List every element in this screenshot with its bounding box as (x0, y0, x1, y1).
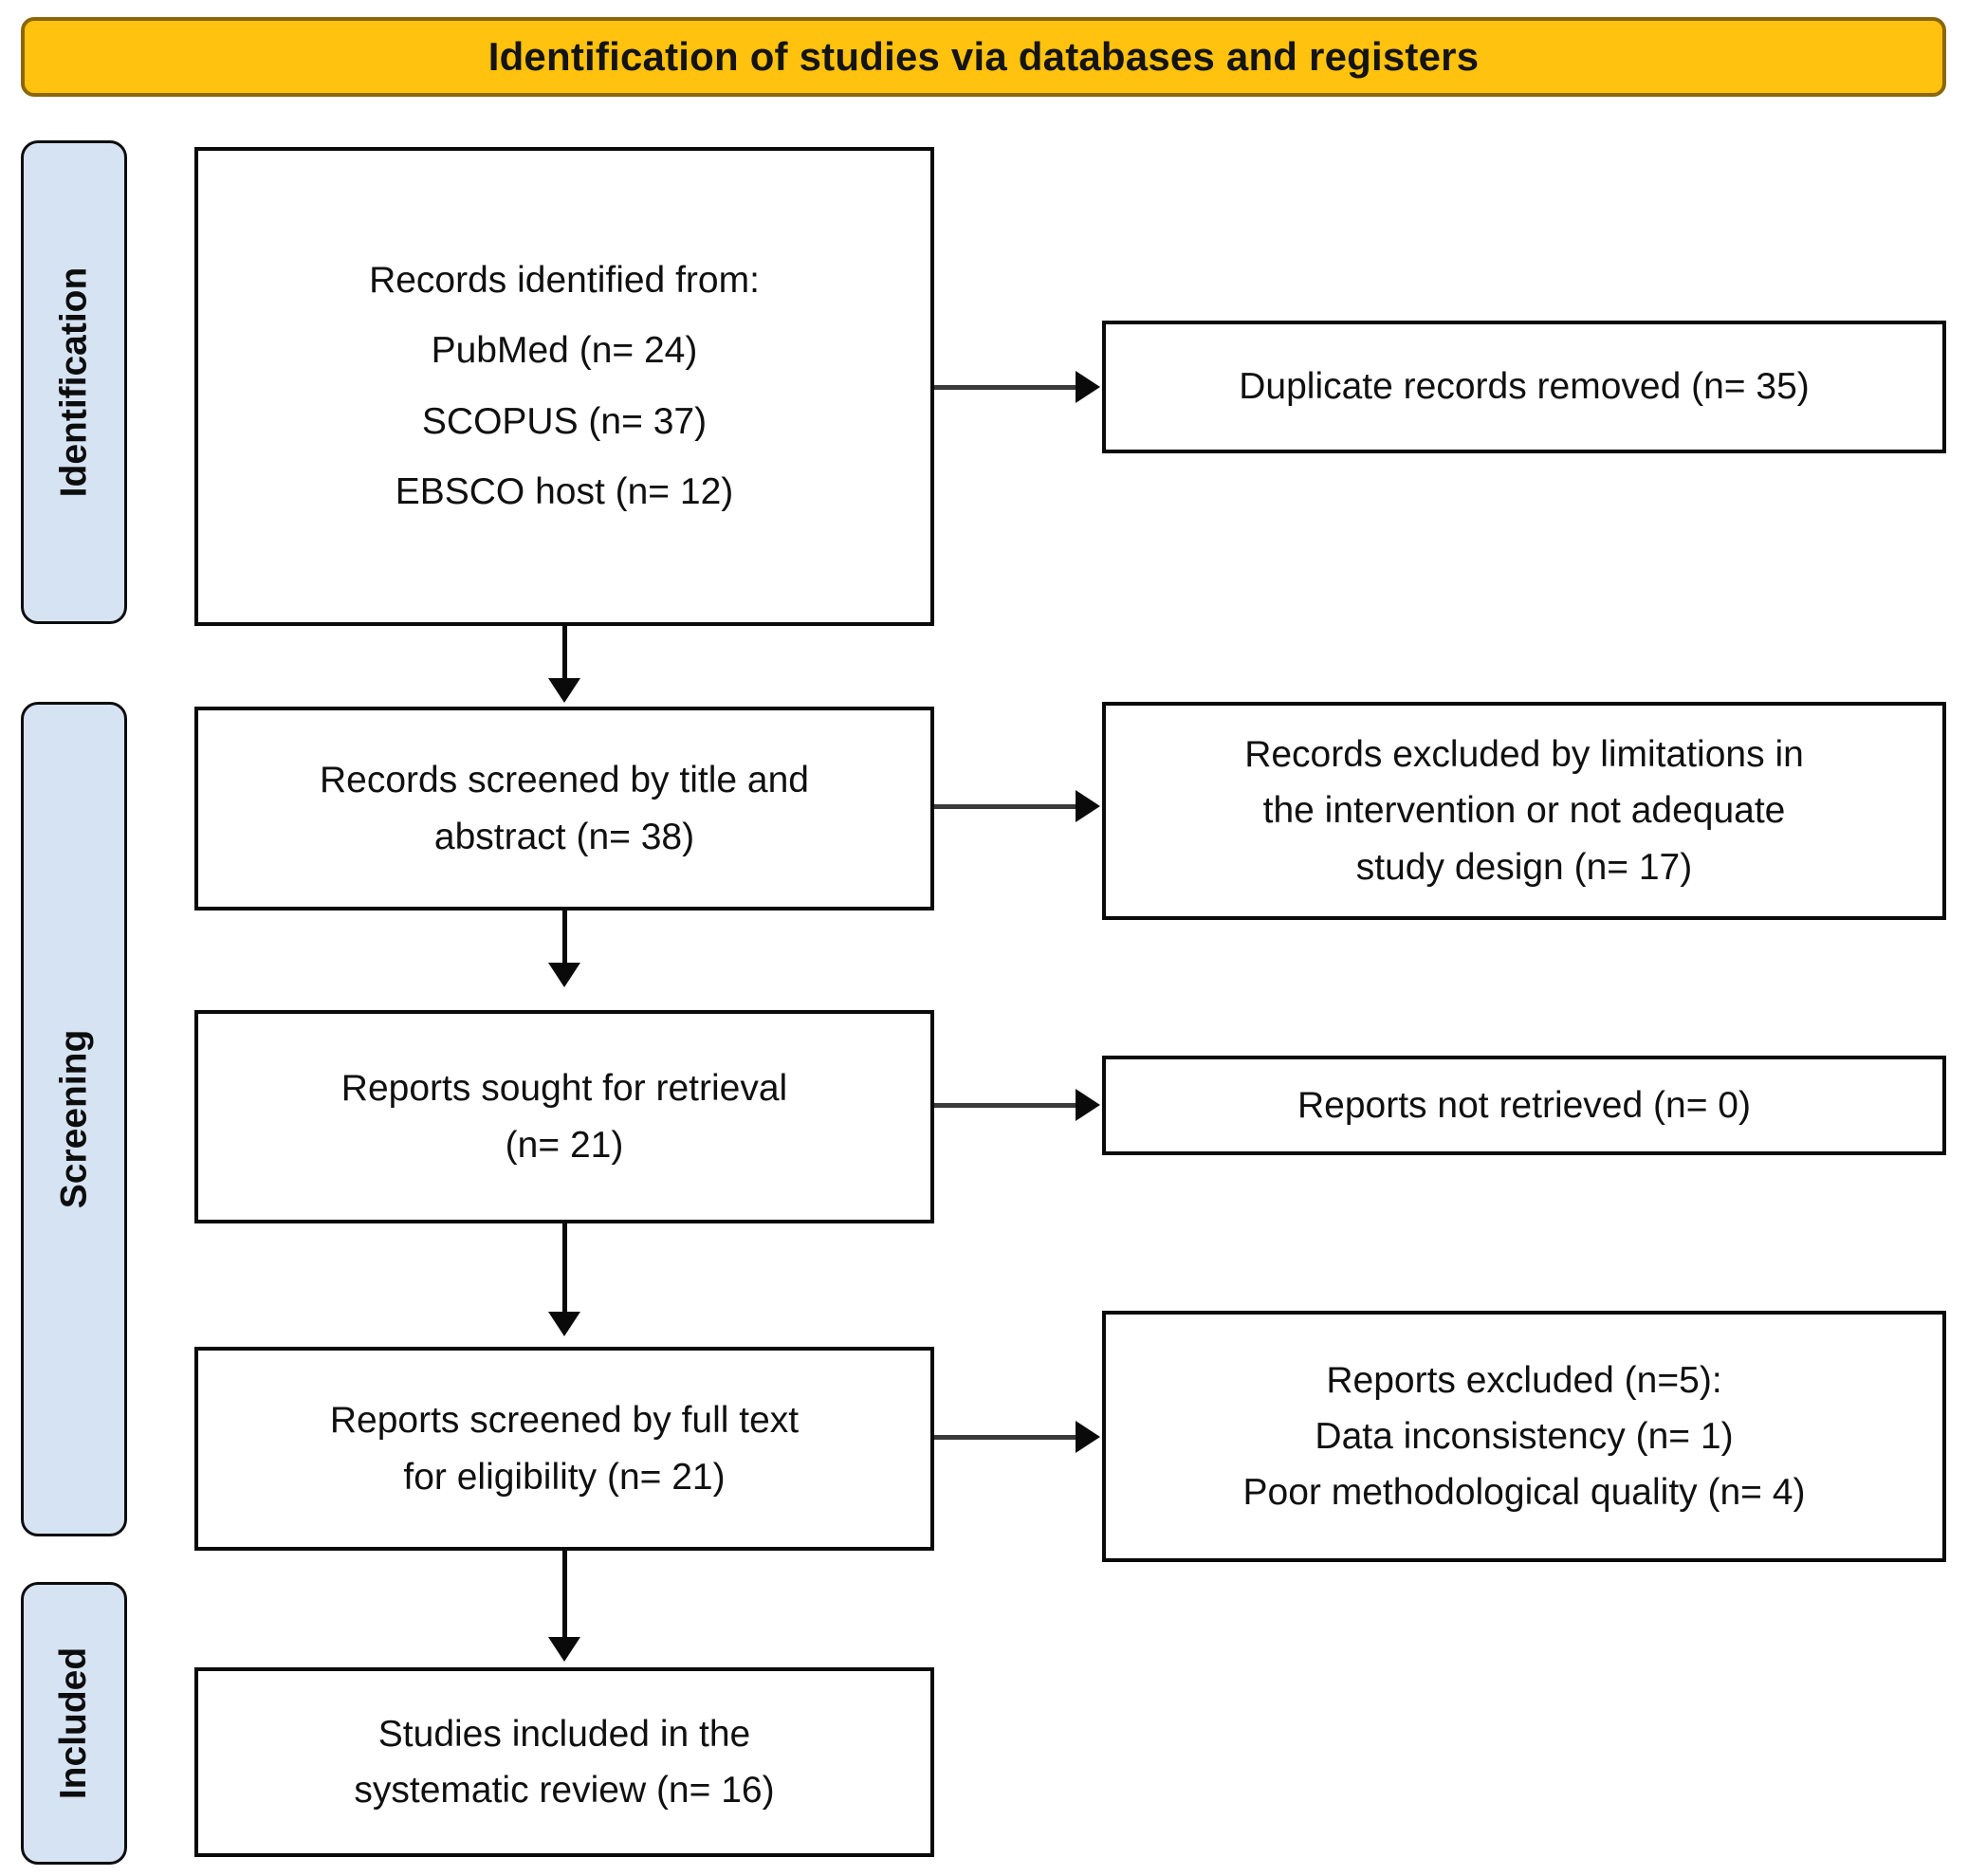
box-records-excluded-line-2: the intervention or not adequate (1262, 790, 1786, 832)
box-records-screened-line-2: abstract (n= 38) (433, 816, 695, 857)
arrow-fulltext-to-excluded-line (934, 1435, 1077, 1440)
stage-rail-included-label: Included (53, 1646, 94, 1800)
box-duplicates-removed: Duplicate records removed (n= 35) (1102, 321, 1946, 453)
stage-rail-screening-label: Screening (53, 1029, 95, 1209)
box-reports-full-text-line-1: Reports screened by full text (329, 1400, 800, 1442)
box-records-identified-line-3: SCOPUS (n= 37) (421, 400, 708, 442)
box-records-identified-line-1: Records identified from: (369, 260, 760, 302)
arrow-fulltext-to-excluded-head (1076, 1421, 1100, 1453)
box-studies-included: Studies included in the systematic revie… (194, 1667, 934, 1857)
box-records-identified-line-2: PubMed (n= 24) (431, 330, 698, 372)
box-studies-included-line-2: systematic review (n= 16) (354, 1770, 775, 1811)
box-records-excluded: Records excluded by limitations in the i… (1102, 702, 1946, 920)
diagram-header-banner: Identification of studies via databases … (21, 17, 1946, 97)
arrow-identified-to-screened-head (548, 678, 580, 703)
stage-rail-identification-label: Identification (53, 267, 95, 498)
arrow-identified-to-screened-line (562, 626, 567, 683)
arrow-sought-to-fulltext-head (548, 1312, 580, 1336)
arrow-sought-to-fulltext-line (562, 1223, 567, 1314)
arrow-sought-to-not-retrieved-line (934, 1103, 1077, 1108)
stage-rail-included: Included (21, 1582, 127, 1865)
arrow-screened-to-sought-head (548, 963, 580, 987)
box-duplicates-removed-line-1: Duplicate records removed (n= 35) (1239, 366, 1810, 408)
arrow-fulltext-to-included-head (548, 1637, 580, 1662)
page-title: Identification of studies via databases … (487, 34, 1480, 79)
box-reports-not-retrieved: Reports not retrieved (n= 0) (1102, 1056, 1946, 1155)
box-records-excluded-line-3: study design (n= 17) (1355, 846, 1693, 888)
box-records-excluded-line-1: Records excluded by limitations in (1244, 734, 1804, 776)
box-studies-included-line-1: Studies included in the (377, 1713, 751, 1755)
box-reports-sought-line-1: Reports sought for retrieval (340, 1068, 788, 1110)
box-records-screened-line-1: Records screened by title and (320, 760, 809, 801)
box-records-screened: Records screened by title and abstract (… (194, 707, 934, 910)
box-reports-sought: Reports sought for retrieval (n= 21) (194, 1010, 934, 1223)
box-reports-excluded: Reports excluded (n=5): Data inconsisten… (1102, 1311, 1946, 1562)
arrow-identified-to-duplicates-line (934, 385, 1077, 390)
box-reports-full-text: Reports screened by full text for eligib… (194, 1347, 934, 1551)
arrow-fulltext-to-included-line (562, 1551, 567, 1641)
arrow-screened-to-sought-line (562, 910, 567, 967)
box-reports-excluded-line-1: Reports excluded (n=5): (1326, 1359, 1722, 1401)
box-reports-excluded-line-2: Data inconsistency (n= 1) (1315, 1415, 1734, 1457)
stage-rail-identification: Identification (21, 140, 127, 624)
arrow-screened-to-excluded-line (934, 804, 1077, 809)
arrow-sought-to-not-retrieved-head (1076, 1089, 1100, 1121)
arrow-identified-to-duplicates-head (1076, 371, 1100, 403)
box-reports-excluded-line-3: Poor methodological quality (n= 4) (1242, 1472, 1806, 1514)
arrow-screened-to-excluded-head (1076, 790, 1100, 822)
box-reports-not-retrieved-line-1: Reports not retrieved (n= 0) (1297, 1084, 1751, 1126)
box-reports-full-text-line-2: for eligibility (n= 21) (403, 1456, 726, 1498)
box-records-identified-line-4: EBSCO host (n= 12) (395, 470, 734, 512)
stage-rail-screening: Screening (21, 702, 127, 1536)
box-reports-sought-line-2: (n= 21) (505, 1124, 624, 1166)
box-records-identified: Records identified from: PubMed (n= 24) … (194, 147, 934, 626)
